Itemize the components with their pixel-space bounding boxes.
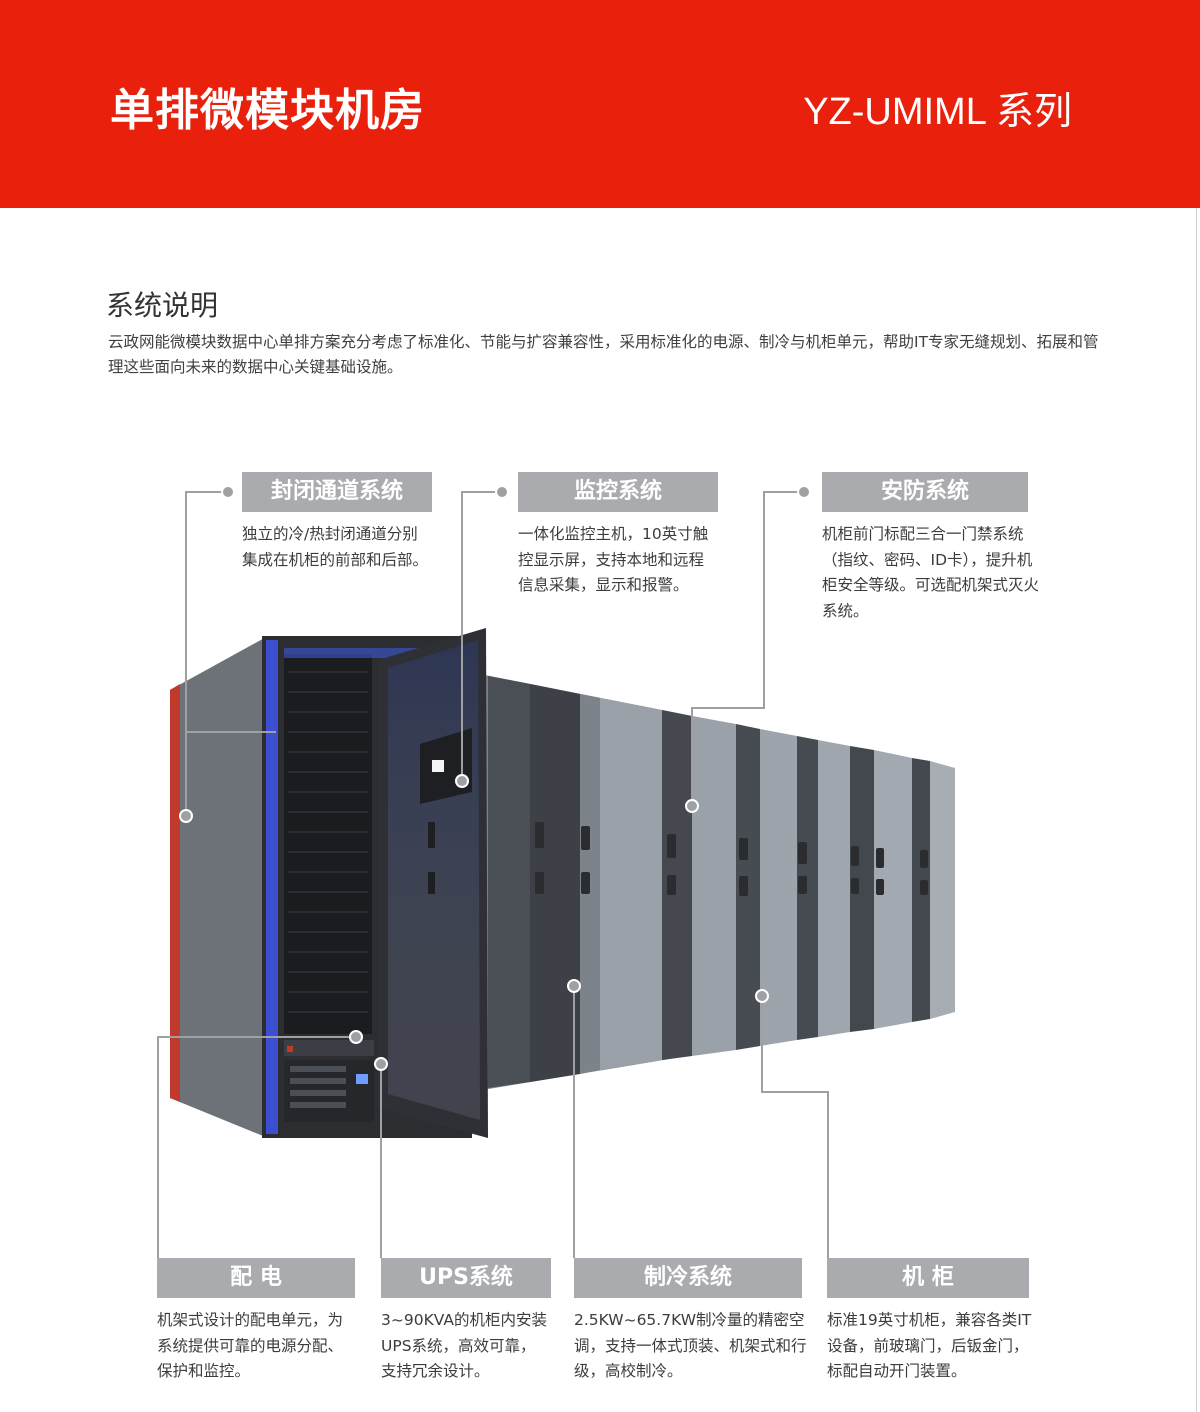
callout-closed-aisle: 封闭通道系统 独立的冷/热封闭通道分别集成在机柜的前部和后部。 xyxy=(242,472,432,573)
callout-label: 制冷系统 xyxy=(574,1258,802,1298)
callout-text: 标准19英寸机柜，兼容各类IT设备，前玻璃门，后钣金门，标配自动开门装置。 xyxy=(827,1311,1032,1380)
callout-label: 监控系统 xyxy=(518,472,718,512)
callout-cabinet: 机 柜 标准19英寸机柜，兼容各类IT设备，前玻璃门，后钣金门，标配自动开门装置… xyxy=(827,1258,1037,1385)
callout-cooling: 制冷系统 2.5KW~65.7KW制冷量的精密空调，支持一体式顶装、机架式和行级… xyxy=(574,1258,812,1385)
callout-label: UPS系统 xyxy=(381,1258,551,1298)
page-title: 单排微模块机房 xyxy=(110,85,425,136)
leader-dots xyxy=(179,485,811,1071)
callout-label: 配 电 xyxy=(157,1258,355,1298)
callout-text: 机柜前门标配三合一门禁系统（指纹、密码、ID卡），提升机柜安全等级。可选配机架式… xyxy=(822,525,1040,620)
leader-lines xyxy=(157,491,829,1258)
callout-label: 安防系统 xyxy=(822,472,1028,512)
series-name: YZ-UMIML 系列 xyxy=(803,91,1072,133)
header-banner: 单排微模块机房 YZ-UMIML 系列 xyxy=(0,0,1200,208)
callout-label: 机 柜 xyxy=(827,1258,1029,1298)
callout-text: 3~90KVA的机柜内安装UPS系统，高效可靠，支持冗余设计。 xyxy=(381,1311,547,1380)
callout-power-distribution: 配 电 机架式设计的配电单元，为系统提供可靠的电源分配、保护和监控。 xyxy=(157,1258,355,1385)
section-title: 系统说明 xyxy=(106,289,219,322)
intro-paragraph: 云政网能微模块数据中心单排方案充分考虑了标准化、节能与扩容兼容性，采用标准化的电… xyxy=(108,333,1099,376)
callout-ups: UPS系统 3~90KVA的机柜内安装UPS系统，高效可靠，支持冗余设计。 xyxy=(381,1258,551,1385)
end-cabinet xyxy=(170,628,488,1138)
right-edge-rule xyxy=(1196,208,1197,1412)
callout-text: 机架式设计的配电单元，为系统提供可靠的电源分配、保护和监控。 xyxy=(157,1311,344,1380)
callout-text: 独立的冷/热封闭通道分别集成在机柜的前部和后部。 xyxy=(242,525,429,569)
callout-monitoring: 监控系统 一体化监控主机，10英寸触控显示屏，支持本地和远程信息采集，显示和报警… xyxy=(518,472,718,599)
callout-text: 一体化监控主机，10英寸触控显示屏，支持本地和远程信息采集，显示和报警。 xyxy=(518,525,709,594)
callout-label: 封闭通道系统 xyxy=(242,472,432,512)
callout-text: 2.5KW~65.7KW制冷量的精密空调，支持一体式顶装、机架式和行级，高校制冷… xyxy=(574,1311,807,1380)
cabinet-row xyxy=(470,672,955,1092)
callout-security: 安防系统 机柜前门标配三合一门禁系统（指纹、密码、ID卡），提升机柜安全等级。可… xyxy=(822,472,1042,624)
